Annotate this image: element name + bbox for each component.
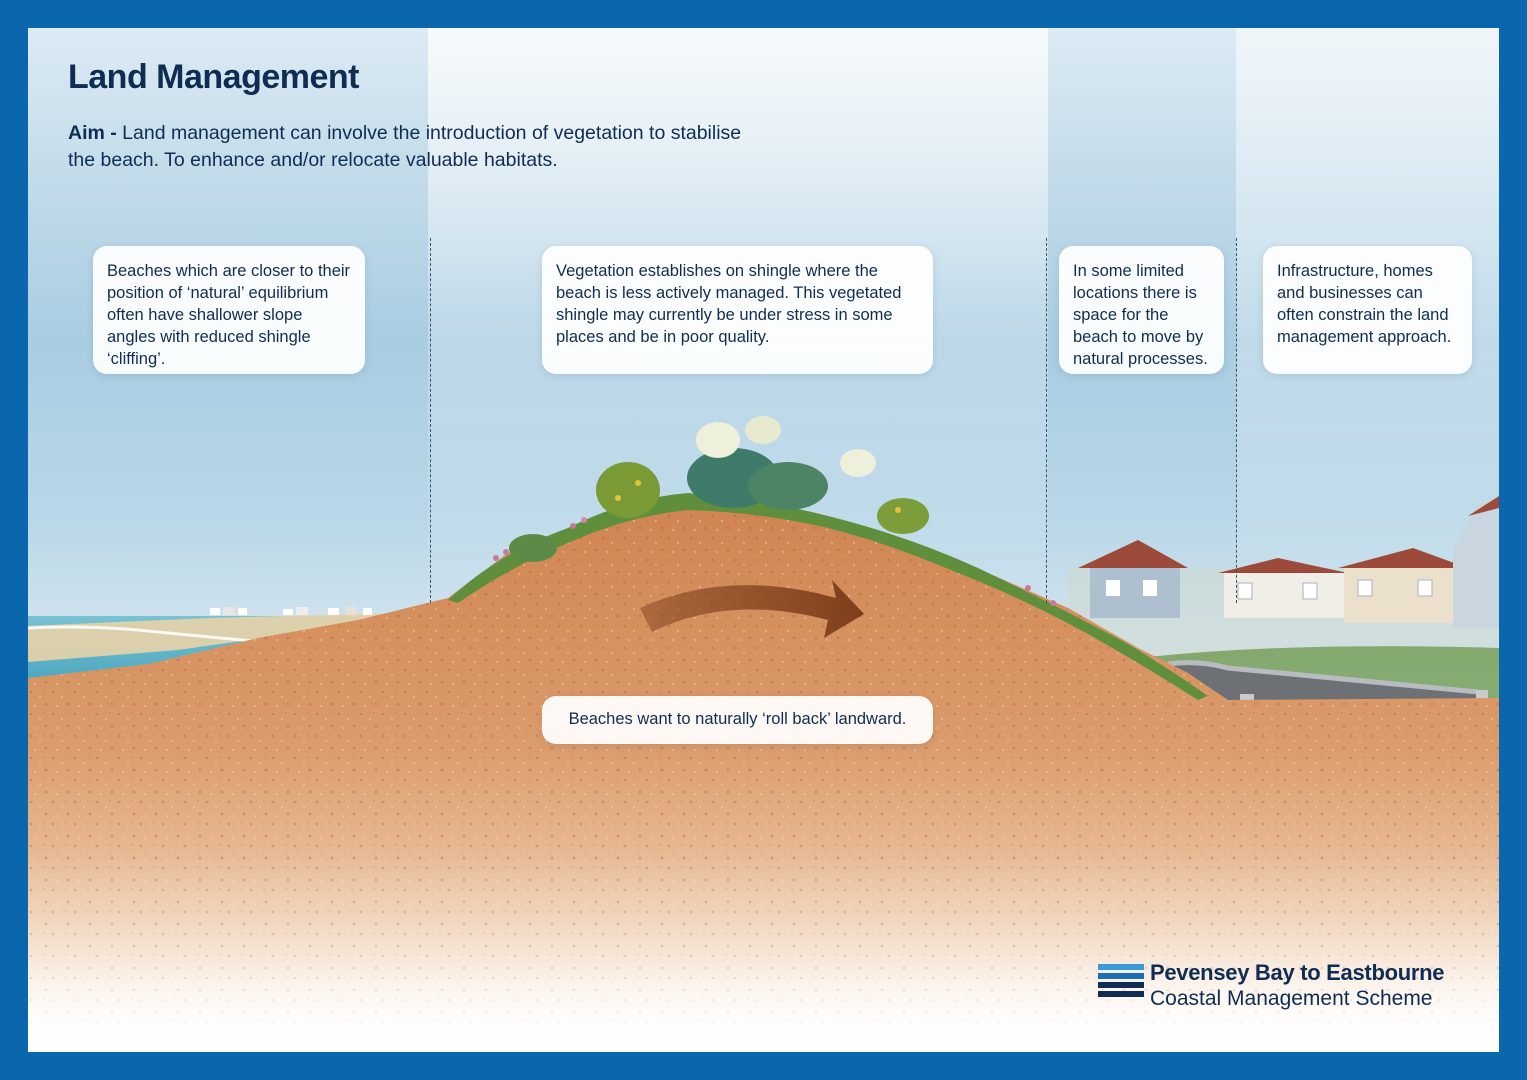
- section-divider-3: [1236, 238, 1237, 603]
- page-title: Land Management: [68, 58, 359, 96]
- brand-mark: [1098, 964, 1144, 1000]
- coastal-scene: [28, 416, 1499, 1052]
- section-divider-2: [1046, 238, 1047, 603]
- callout-space-to-move: In some limited locations there is space…: [1059, 246, 1224, 374]
- aim-body: Land management can involve the introduc…: [68, 122, 742, 171]
- callout-infrastructure: Infrastructure, homes and businesses can…: [1263, 246, 1472, 374]
- aim-label: Aim -: [68, 122, 117, 144]
- rollback-arrow: [640, 580, 864, 638]
- callout-roll-back: Beaches want to naturally ‘roll back’ la…: [542, 696, 933, 744]
- callout-natural-equilibrium: Beaches which are closer to their positi…: [93, 246, 365, 374]
- brand-name: Pevensey Bay to Eastbourne: [1150, 960, 1445, 985]
- vegetation: [448, 416, 1208, 700]
- aim-text: Aim - Land management can involve the in…: [68, 120, 748, 174]
- diagram-frame: Land Management Aim - Land management ca…: [28, 28, 1499, 1052]
- distant-houses: [210, 607, 372, 615]
- brand-subtitle: Coastal Management Scheme: [1150, 987, 1433, 1010]
- callout-vegetated-shingle: Vegetation establishes on shingle where …: [542, 246, 933, 374]
- section-divider-1: [430, 238, 431, 603]
